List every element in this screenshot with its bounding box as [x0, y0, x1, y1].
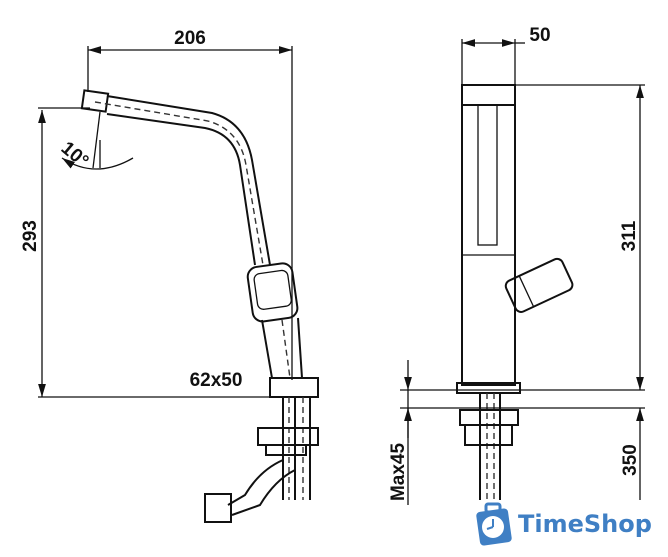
- total-height-label: 311: [619, 220, 640, 251]
- lever-knob: [504, 257, 574, 313]
- hose-length-label: 350: [620, 444, 641, 476]
- height-label: 293: [20, 220, 41, 252]
- base-plate-label: 62x50: [190, 370, 243, 391]
- body-width-label: 50: [529, 25, 550, 46]
- clock-bag-icon: [476, 502, 512, 546]
- aerator-tip: [80, 89, 110, 113]
- max-thickness-label: Max45: [388, 443, 409, 502]
- front-view: 50 311 Max45 350: [388, 25, 645, 505]
- mounting-nut: [257, 427, 319, 456]
- front-base-plate: [456, 382, 521, 394]
- side-view: 206 293 10° 62x50: [20, 28, 319, 523]
- logo-text: TimeShop: [518, 510, 652, 538]
- lever-handle: [246, 262, 299, 323]
- hose-fitting: [204, 493, 232, 523]
- timeshop-logo: TimeShop: [474, 502, 652, 546]
- angle-label: 10°: [57, 138, 93, 173]
- reach-label: 206: [174, 28, 206, 49]
- base-plate: [269, 377, 319, 398]
- faucet-body: [461, 84, 516, 386]
